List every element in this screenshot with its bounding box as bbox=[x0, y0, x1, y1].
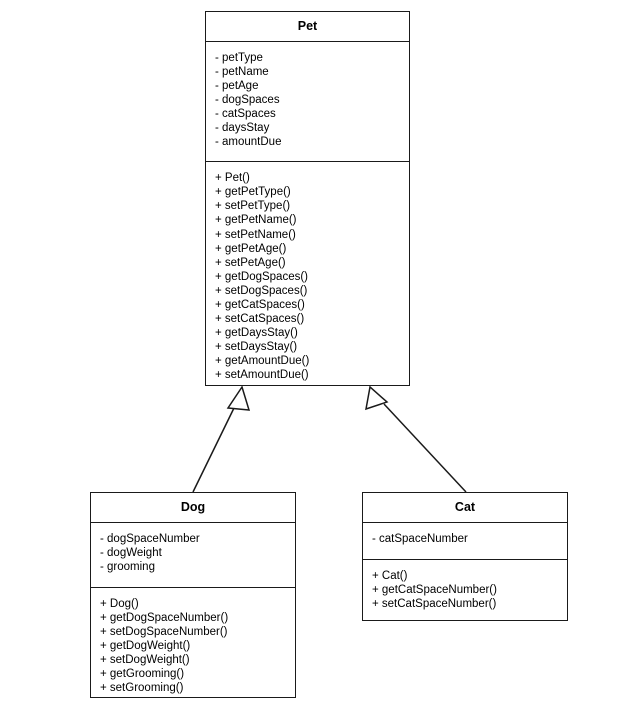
operation-item: + Dog() bbox=[100, 597, 139, 610]
operation-item: + setAmountDue() bbox=[215, 369, 309, 382]
operation-item: + getGrooming() bbox=[100, 668, 185, 681]
compartment-divider bbox=[206, 40, 409, 42]
operation-item: + getCatSpaces() bbox=[215, 299, 305, 311]
operation-item: + Cat() bbox=[372, 569, 408, 582]
attribute-item: - petAge bbox=[215, 79, 259, 92]
operations-compartment-pet: + Pet() + getPetType() + setPetType() + … bbox=[206, 162, 409, 392]
attribute-item: - amountDue bbox=[215, 136, 282, 149]
attribute-item: - dogWeight bbox=[100, 546, 162, 559]
operation-item: + setPetAge() bbox=[215, 256, 286, 269]
compartment-divider bbox=[363, 558, 567, 560]
operation-item: + getDogWeight() bbox=[100, 640, 191, 653]
attribute-item: - catSpaces bbox=[215, 107, 276, 120]
class-name-cat: Cat bbox=[454, 500, 476, 514]
operation-item: + getAmountDue() bbox=[215, 355, 310, 368]
operations-compartment-dog: + Dog() + getDogSpaceNumber() + setDogSp… bbox=[91, 588, 295, 704]
attribute-item: - daysStay bbox=[215, 121, 270, 134]
operation-item: + getCatSpaceNumber() bbox=[372, 583, 497, 596]
class-box-pet[interactable]: Pet - petType - petName - petAge - dogSp… bbox=[205, 11, 410, 386]
generalization-dog-to-pet bbox=[192, 385, 251, 493]
attribute-item: - petType bbox=[215, 51, 263, 64]
operation-item: + getDogSpaces() bbox=[215, 270, 309, 283]
operation-item: + setCatSpaceNumber() bbox=[372, 597, 497, 610]
attributes-compartment-dog: - dogSpaceNumber - dogWeight - grooming bbox=[91, 523, 295, 587]
class-name-pet: Pet bbox=[297, 19, 318, 33]
operation-item: + Pet() bbox=[215, 172, 250, 185]
operation-item: + setPetName() bbox=[215, 228, 296, 241]
operations-compartment-cat: + Cat() + getCatSpaceNumber() + setCatSp… bbox=[363, 560, 567, 620]
class-name-dog: Dog bbox=[180, 500, 206, 514]
generalization-cat-to-pet bbox=[365, 385, 467, 493]
operation-item: + getPetName() bbox=[215, 214, 297, 227]
operation-item: + getDogSpaceNumber() bbox=[100, 611, 229, 624]
attribute-item: - catSpaceNumber bbox=[372, 532, 468, 545]
compartment-divider bbox=[91, 521, 295, 523]
attributes-compartment-cat: - catSpaceNumber bbox=[363, 523, 567, 559]
operation-item: + setDogSpaces() bbox=[215, 284, 308, 297]
operation-item: + setDogSpaceNumber() bbox=[100, 625, 228, 638]
operation-item: + getPetAge() bbox=[215, 242, 287, 255]
operation-item: + getPetType() bbox=[215, 186, 291, 199]
class-box-cat[interactable]: Cat - catSpaceNumber + Cat() + getCatSpa… bbox=[362, 492, 568, 621]
operation-item: + setDaysStay() bbox=[215, 341, 298, 354]
operation-item: + getDaysStay() bbox=[215, 327, 298, 340]
operation-item: + setCatSpaces() bbox=[215, 313, 305, 326]
operation-item: + setGrooming() bbox=[100, 682, 184, 695]
attribute-item: - grooming bbox=[100, 560, 155, 573]
compartment-divider bbox=[363, 521, 567, 523]
class-box-dog[interactable]: Dog - dogSpaceNumber - dogWeight - groom… bbox=[90, 492, 296, 698]
compartment-divider bbox=[91, 586, 295, 588]
attributes-compartment-pet: - petType - petName - petAge - dogSpaces… bbox=[206, 42, 409, 162]
operation-item: + setPetType() bbox=[215, 200, 291, 213]
attribute-item: - petName bbox=[215, 65, 269, 78]
operation-item: + setDogWeight() bbox=[100, 654, 190, 667]
attribute-item: - dogSpaces bbox=[215, 93, 280, 106]
generalization-line-dog bbox=[192, 407, 235, 493]
attribute-item: - dogSpaceNumber bbox=[100, 532, 200, 545]
compartment-divider bbox=[206, 161, 409, 163]
generalization-line-cat bbox=[383, 403, 467, 493]
